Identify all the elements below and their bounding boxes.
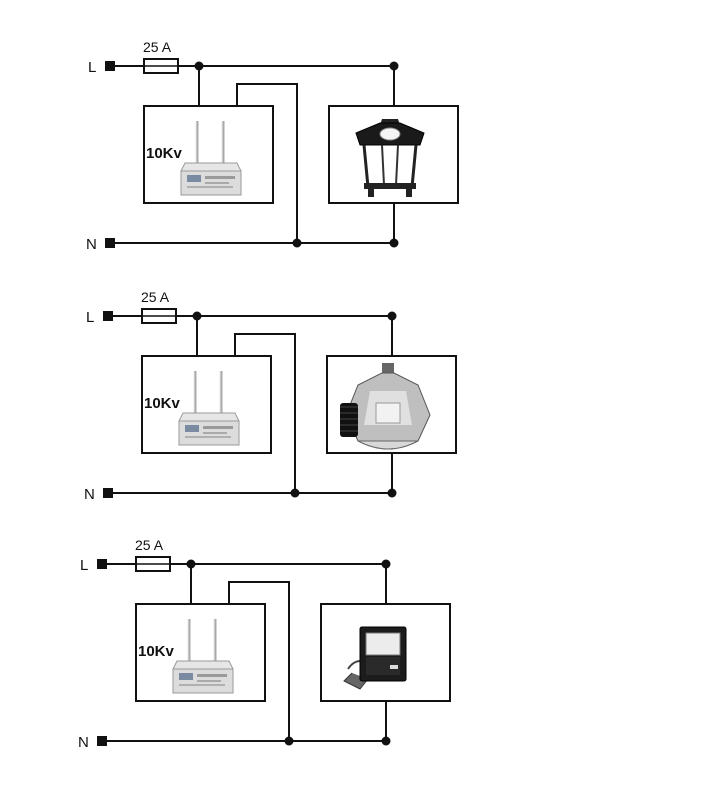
junction-dot — [387, 311, 397, 321]
junction-dot — [389, 61, 399, 71]
junction-dot — [284, 736, 294, 746]
fuse-rating: 25 A — [135, 537, 164, 553]
junction-dot — [292, 238, 302, 248]
protector-label: 10Kv — [144, 395, 181, 412]
wiring-diagram-3: L N 25 A 10Kv — [78, 537, 451, 751]
junction-dot — [381, 736, 391, 746]
fuse-rating: 25 A — [141, 289, 170, 305]
line-label: L — [86, 309, 94, 326]
line-label: L — [80, 557, 88, 574]
junction-dot — [290, 488, 300, 498]
floodlight-icon — [343, 626, 407, 690]
junction-dot — [389, 238, 399, 248]
neutral-label: N — [78, 734, 89, 751]
fuse-rating: 25 A — [143, 39, 172, 55]
junction-dot — [194, 61, 204, 71]
wiring-diagram-2: L N 25 A 10Kv — [84, 289, 457, 503]
junction-dot — [186, 559, 196, 569]
highbay-light-icon — [340, 363, 431, 450]
neutral-label: N — [84, 486, 95, 503]
protector-label: 10Kv — [138, 643, 175, 660]
protector-neutral-lead — [228, 581, 290, 741]
wiring-diagram-1: L N 25 A 10Kv — [86, 39, 459, 253]
protector-neutral-lead — [236, 83, 298, 243]
line-label: L — [88, 59, 96, 76]
protector-label: 10Kv — [146, 145, 183, 162]
lantern-light-icon — [355, 119, 425, 197]
junction-dot — [192, 311, 202, 321]
junction-dot — [381, 559, 391, 569]
protector-neutral-lead — [234, 333, 296, 493]
neutral-label: N — [86, 236, 97, 253]
junction-dot — [387, 488, 397, 498]
